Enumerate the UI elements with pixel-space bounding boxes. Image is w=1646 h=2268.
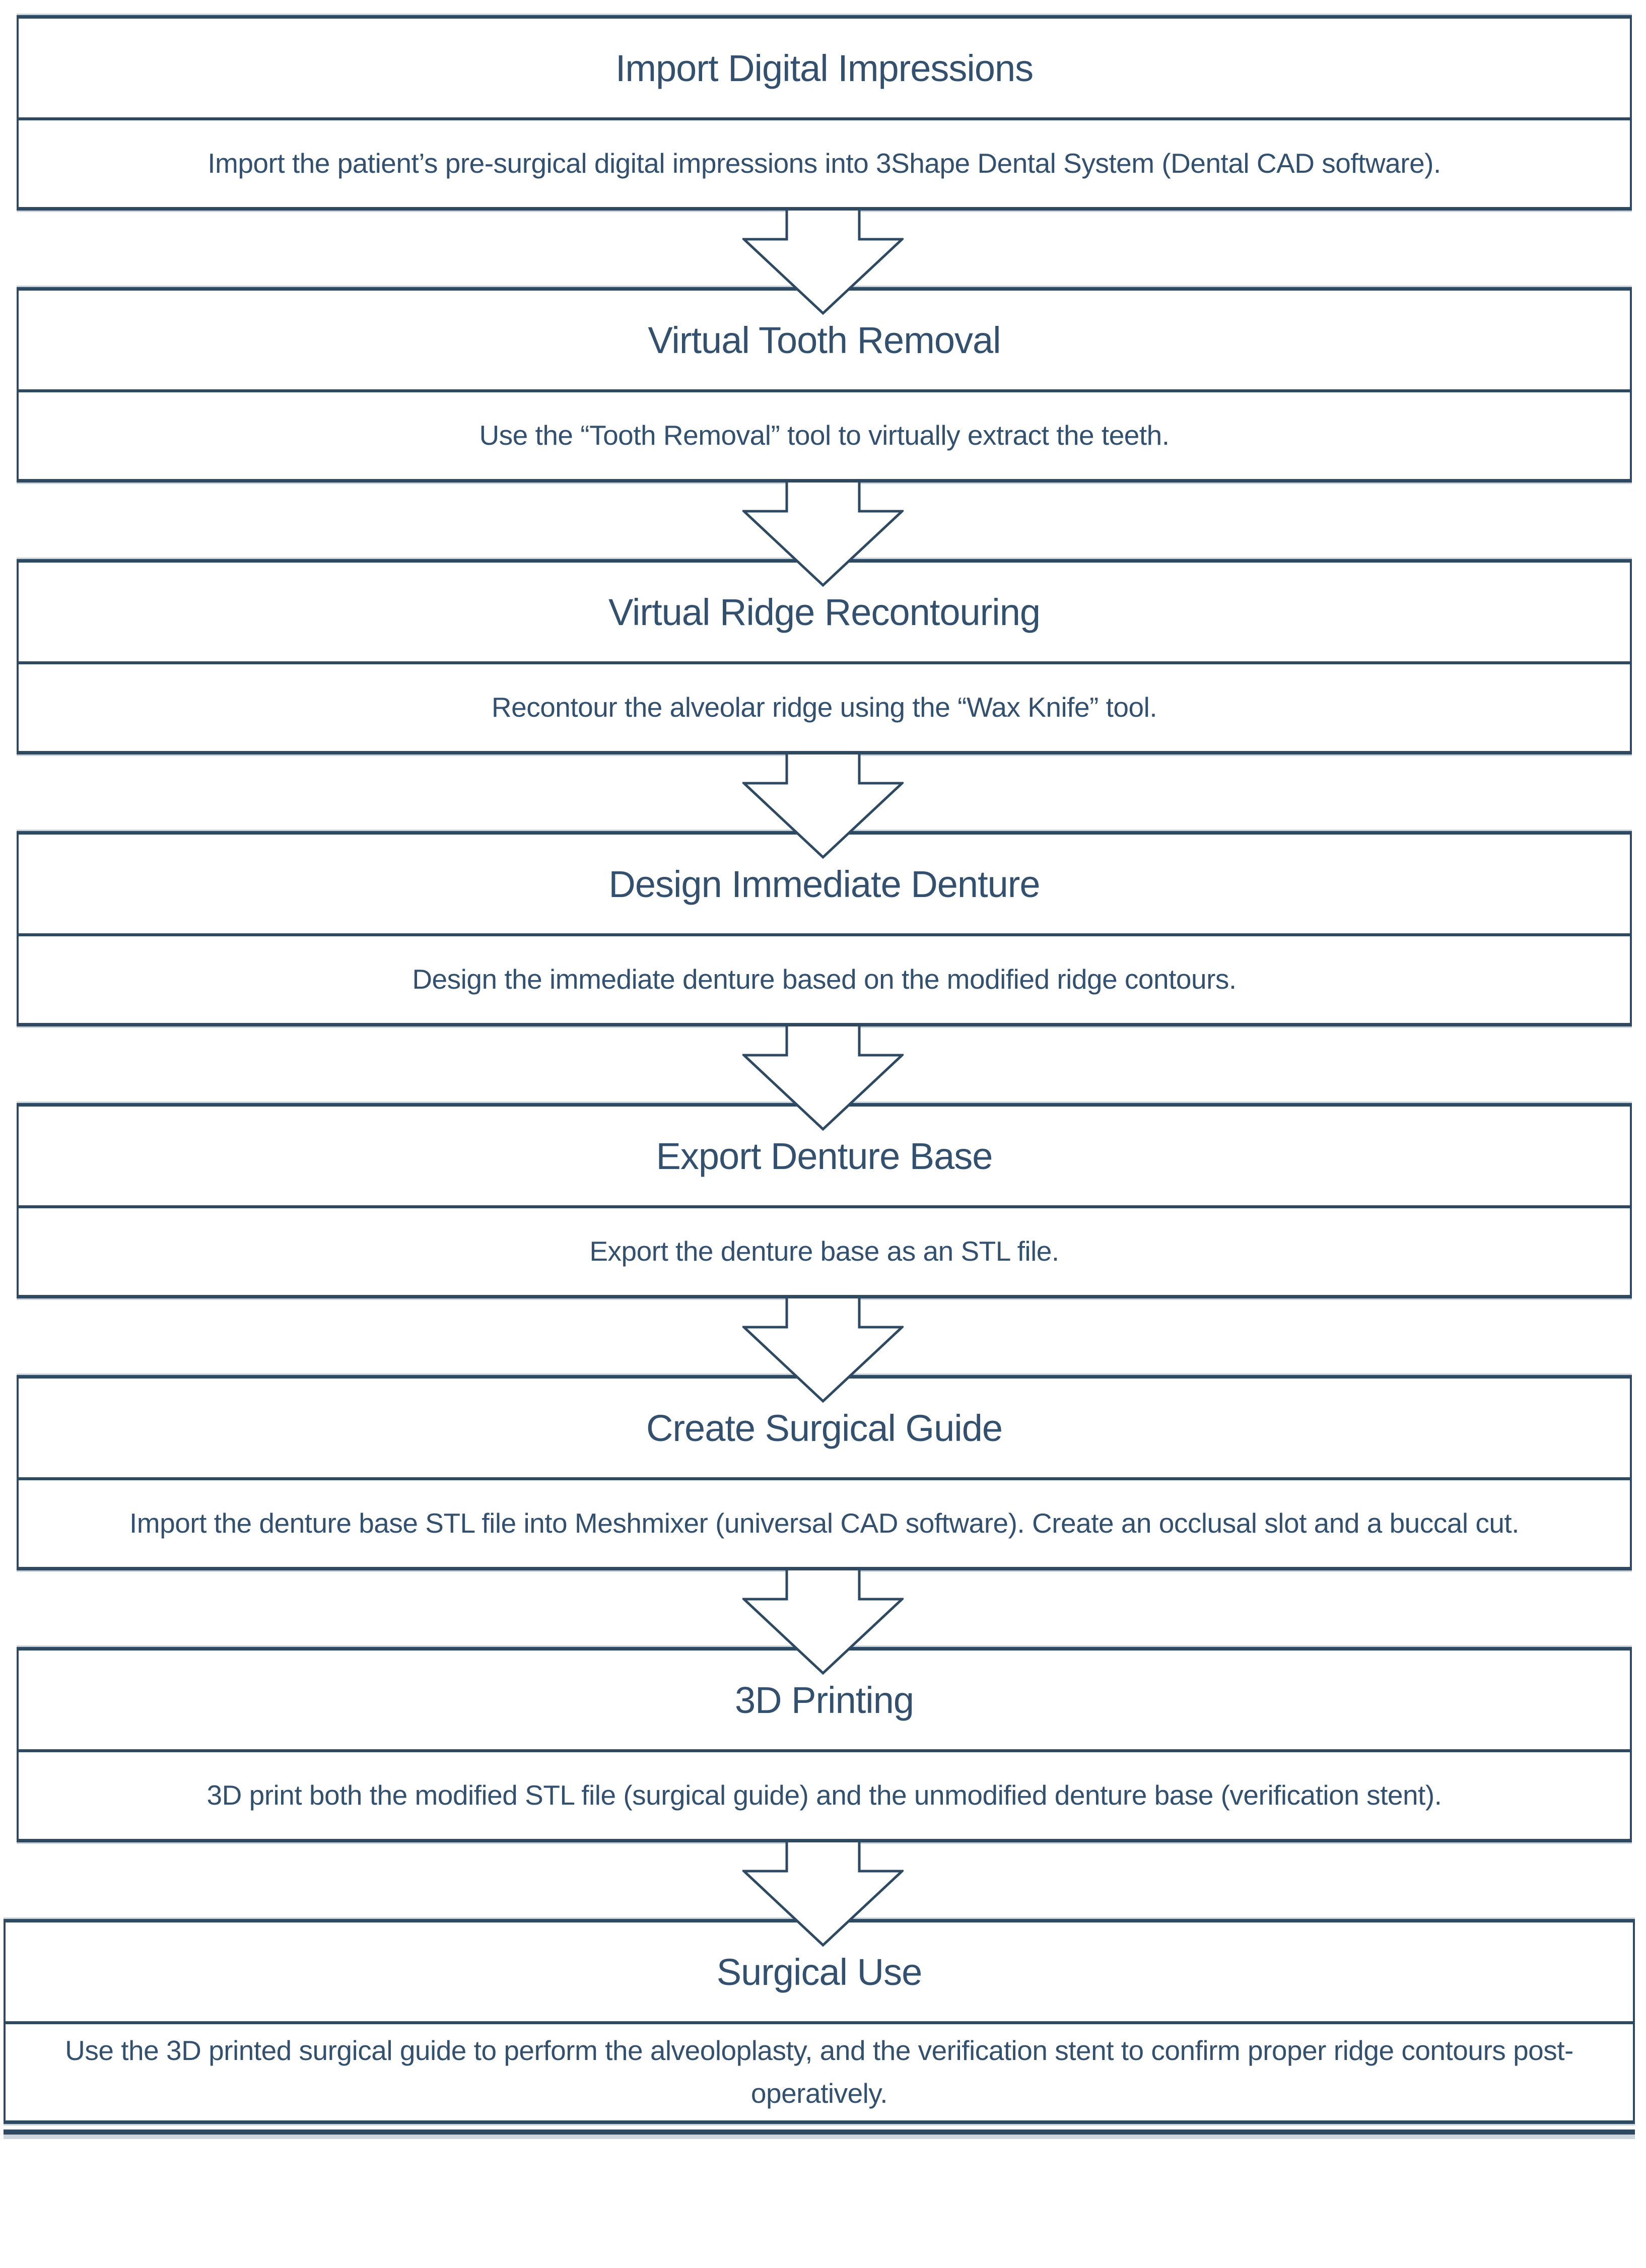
- step-description: Import the patient’s pre-surgical digita…: [19, 117, 1630, 207]
- flowchart: Import Digital Impressions Import the pa…: [4, 15, 1635, 2150]
- step-title: Export Denture Base: [656, 1135, 993, 1177]
- flow-step-box-1: Import Digital Impressions Import the pa…: [17, 15, 1632, 211]
- step-description: Use the “Tooth Removal” tool to virtuall…: [19, 389, 1630, 479]
- flow-step-box-2: Virtual Tooth Removal Use the “Tooth Rem…: [17, 287, 1632, 483]
- flow-step-box-8: Surgical Use Use the 3D printed surgical…: [4, 1919, 1635, 2124]
- step-description: 3D print both the modified STL file (sur…: [19, 1749, 1630, 1839]
- step-description: Export the denture base as an STL file.: [19, 1205, 1630, 1295]
- step-title: Design Immediate Denture: [608, 863, 1040, 905]
- flow-step-box-7: 3D Printing 3D print both the modified S…: [17, 1647, 1632, 1842]
- step-title: Virtual Ridge Recontouring: [608, 591, 1041, 633]
- step-title: Create Surgical Guide: [646, 1407, 1003, 1449]
- step-description: Use the 3D printed surgical guide to per…: [6, 2021, 1633, 2120]
- step-title: 3D Printing: [734, 1679, 914, 1721]
- bottom-border-line: [4, 2129, 1635, 2135]
- bottom-border-highlight: [4, 2134, 1635, 2139]
- step-description: Recontour the alveolar ridge using the “…: [19, 661, 1630, 751]
- step-title: Virtual Tooth Removal: [648, 319, 1001, 361]
- flow-step-box-4: Design Immediate Denture Design the imme…: [17, 831, 1632, 1026]
- step-description: Import the denture base STL file into Me…: [19, 1477, 1630, 1567]
- flow-step-box-5: Export Denture Base Export the denture b…: [17, 1103, 1632, 1298]
- bottom-crop-border: [4, 2129, 1635, 2150]
- step-title: Surgical Use: [716, 1951, 923, 1993]
- flow-step-box-6: Create Surgical Guide Import the denture…: [17, 1375, 1632, 1570]
- step-title: Import Digital Impressions: [615, 47, 1034, 89]
- step-description: Design the immediate denture based on th…: [19, 933, 1630, 1023]
- flow-step-box-3: Virtual Ridge Recontouring Recontour the…: [17, 559, 1632, 754]
